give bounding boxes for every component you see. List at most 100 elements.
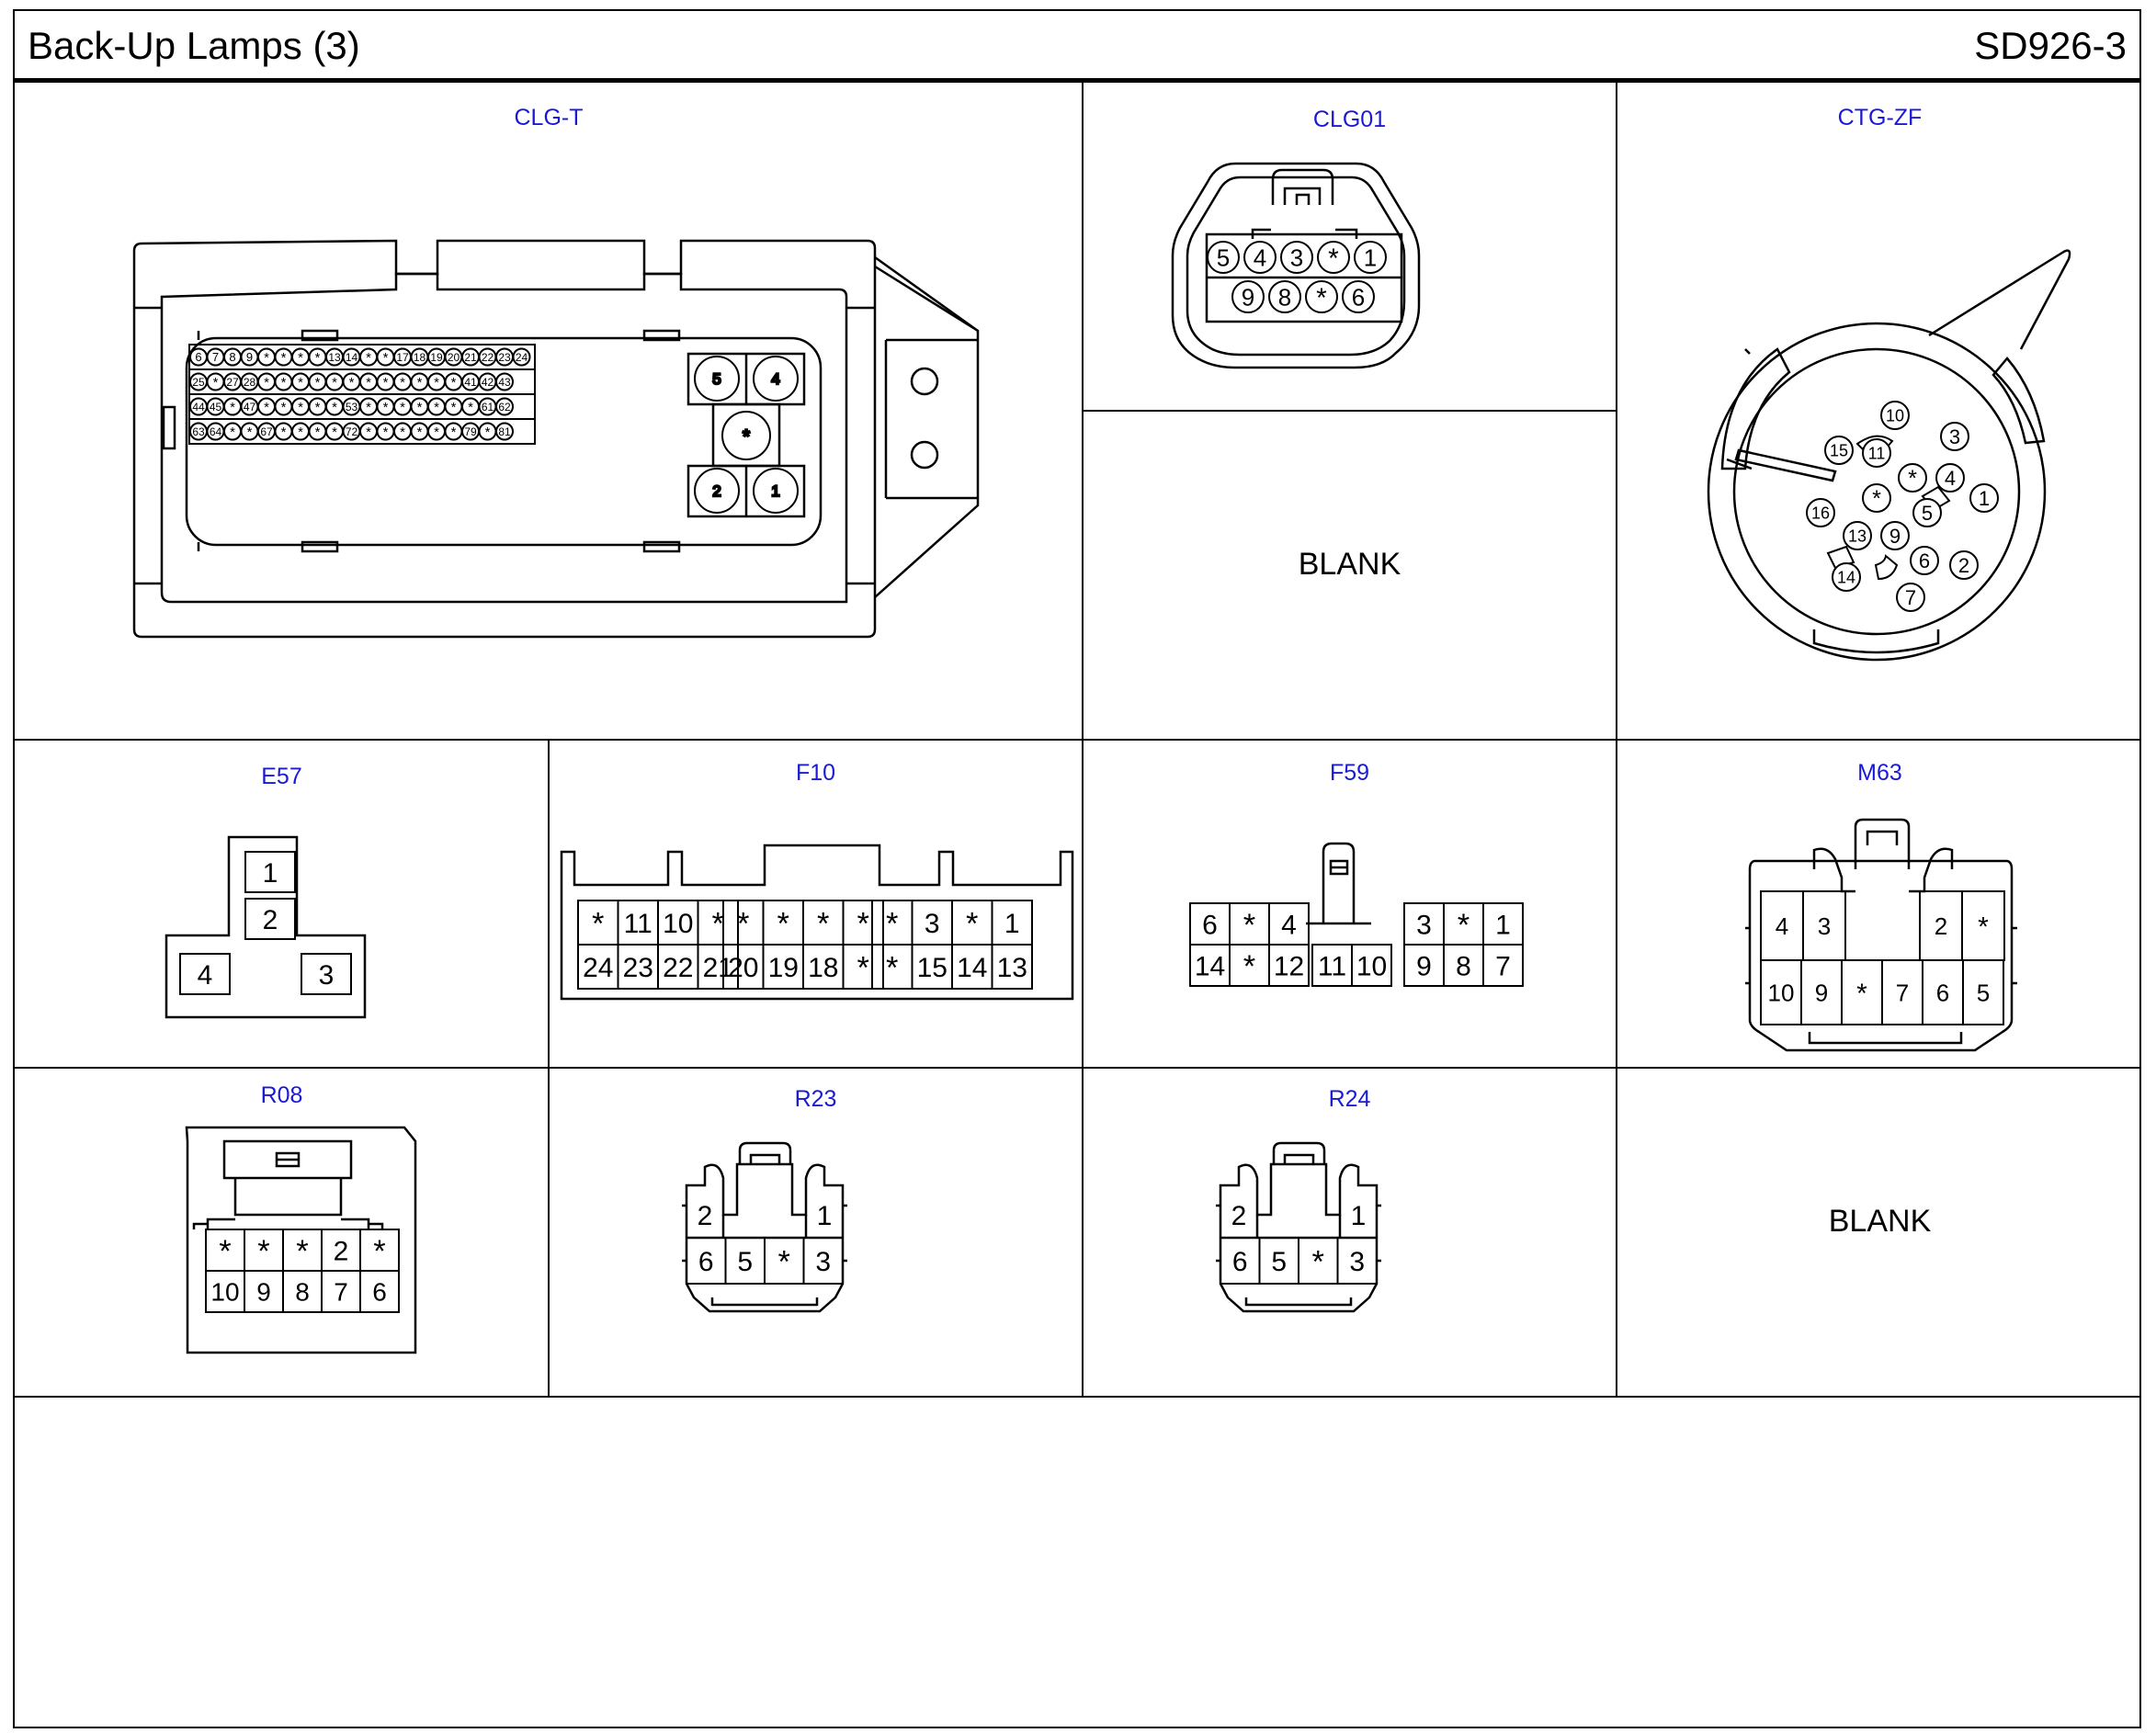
clgt-pin: 9 [240, 347, 259, 367]
f59-pin: * [1229, 902, 1270, 946]
r23-pin-label: 1 [817, 1201, 833, 1231]
clgt-pin-label: * [298, 375, 303, 391]
clgt-pin-label: * [383, 425, 389, 440]
f59-pin-label: * [1243, 949, 1255, 984]
clgt-pin-label: * [400, 425, 405, 440]
f59-pin: 9 [1403, 944, 1445, 987]
f10-pin: 10 [657, 900, 699, 946]
r08-pin: 2 [321, 1229, 361, 1272]
f10-pin-label: 24 [583, 953, 613, 983]
ctgzf-pin: * [1862, 483, 1891, 513]
clgt-pin-label: 47 [244, 401, 256, 413]
clgt-pin: * [410, 397, 429, 416]
clg01-pin: 5 [1207, 241, 1240, 274]
clg01-pin-label: 6 [1352, 283, 1365, 311]
ctgzf-pin: 4 [1935, 463, 1965, 493]
clgt-pin: 72 [342, 422, 361, 441]
r24-pin-label: 3 [1349, 1247, 1365, 1277]
grid-lines [15, 83, 2141, 1398]
r08-pin-label: 6 [372, 1278, 387, 1307]
f59-pin-label: 14 [1195, 951, 1225, 981]
clg01-pin-label: 1 [1364, 244, 1377, 271]
clgt-pin-label: 18 [414, 351, 426, 364]
ctgzf-pin-label: 13 [1848, 527, 1867, 545]
clgt-pin: * [274, 347, 293, 367]
clgt-pin: * [257, 372, 276, 391]
f10-pin-label: * [777, 907, 789, 942]
clgt-pin-label: * [315, 350, 321, 366]
m63-pin: 4 [1760, 890, 1804, 961]
m63-pin: 5 [1962, 959, 2004, 1025]
clgt-pin-label: * [230, 425, 235, 440]
clgt-pin-label: * [451, 400, 457, 415]
ctgzf-pin: 11 [1862, 438, 1891, 468]
page-title: Back-Up Lamps (3) [28, 24, 360, 67]
clgt-pin: 63 [189, 422, 208, 441]
ctgzf-pin-label: 2 [1958, 554, 1969, 577]
connector-label-clgt: CLG-T [514, 105, 584, 130]
f10-pin: 15 [911, 944, 953, 990]
m63-pin: 6 [1922, 959, 1964, 1025]
clgt-pin: * [223, 397, 242, 416]
clgt-pin-label: 21 [464, 351, 477, 364]
f59-pin-label: 9 [1416, 951, 1432, 981]
f59-pin-label: 12 [1274, 951, 1304, 981]
clgt-pin: * [240, 422, 259, 441]
clgt-pin-label: * [451, 375, 457, 391]
clgt-main-pin-label: 5 [712, 370, 721, 388]
clgt-pin-label: * [400, 375, 405, 391]
f10-pin-label: 10 [663, 909, 693, 939]
ctgzf-pin: 6 [1910, 546, 1939, 575]
e57-pin: 4 [179, 953, 231, 995]
clgt-pin: 43 [495, 372, 514, 391]
clgt-pin: * [359, 372, 378, 391]
r24-pin: * [1298, 1237, 1339, 1285]
ctgzf-pin: 1 [1969, 483, 1999, 513]
clgt-pin: 17 [393, 347, 412, 367]
connector-label-m63: M63 [1857, 760, 1902, 786]
cell-clgt: CLG-T [15, 83, 1083, 740]
clgt-pin: * [393, 422, 412, 441]
cell-blank-2: BLANK [1617, 1068, 2143, 1397]
r08-pin-label: 8 [295, 1278, 310, 1307]
clgt-pin: * [393, 397, 412, 416]
m63-pin-label: 6 [1936, 979, 1949, 1006]
clgt-pin: 23 [495, 347, 514, 367]
r23-pin-label: 2 [698, 1201, 713, 1231]
clgt-pin: 44 [189, 397, 208, 416]
clgt-pin: * [376, 347, 395, 367]
clgt-pin: 67 [257, 422, 276, 441]
clgt-pin-label: 64 [210, 425, 222, 438]
r08-pin: 10 [205, 1270, 245, 1313]
f10-pin: 20 [722, 944, 765, 990]
clgt-pin-label: * [281, 375, 287, 391]
m63-pin-label: * [1856, 979, 1867, 1009]
clgt-pin: 81 [495, 422, 514, 441]
ctgzf-pin: 7 [1896, 583, 1925, 612]
clgt-pin: * [427, 422, 446, 441]
clgt-pin: 21 [461, 347, 480, 367]
clgt-pin-label: * [417, 425, 423, 440]
r08-pin-label: 2 [334, 1236, 349, 1266]
clg01-pin: * [1317, 241, 1350, 274]
m63-pin: 10 [1760, 959, 1802, 1025]
clgt-pin-label: * [366, 375, 371, 391]
e57-pin-label: 2 [263, 905, 278, 935]
clg01-pin: 1 [1354, 241, 1387, 274]
clgt-pin-label: * [298, 350, 303, 366]
clgt-pin: * [359, 347, 378, 367]
clgt-pin: 18 [410, 347, 429, 367]
ctgzf-pin-label: 7 [1905, 586, 1916, 609]
clgt-pin: 41 [461, 372, 480, 391]
clgt-pin: 45 [206, 397, 225, 416]
e57-pin-label: 1 [263, 858, 278, 889]
